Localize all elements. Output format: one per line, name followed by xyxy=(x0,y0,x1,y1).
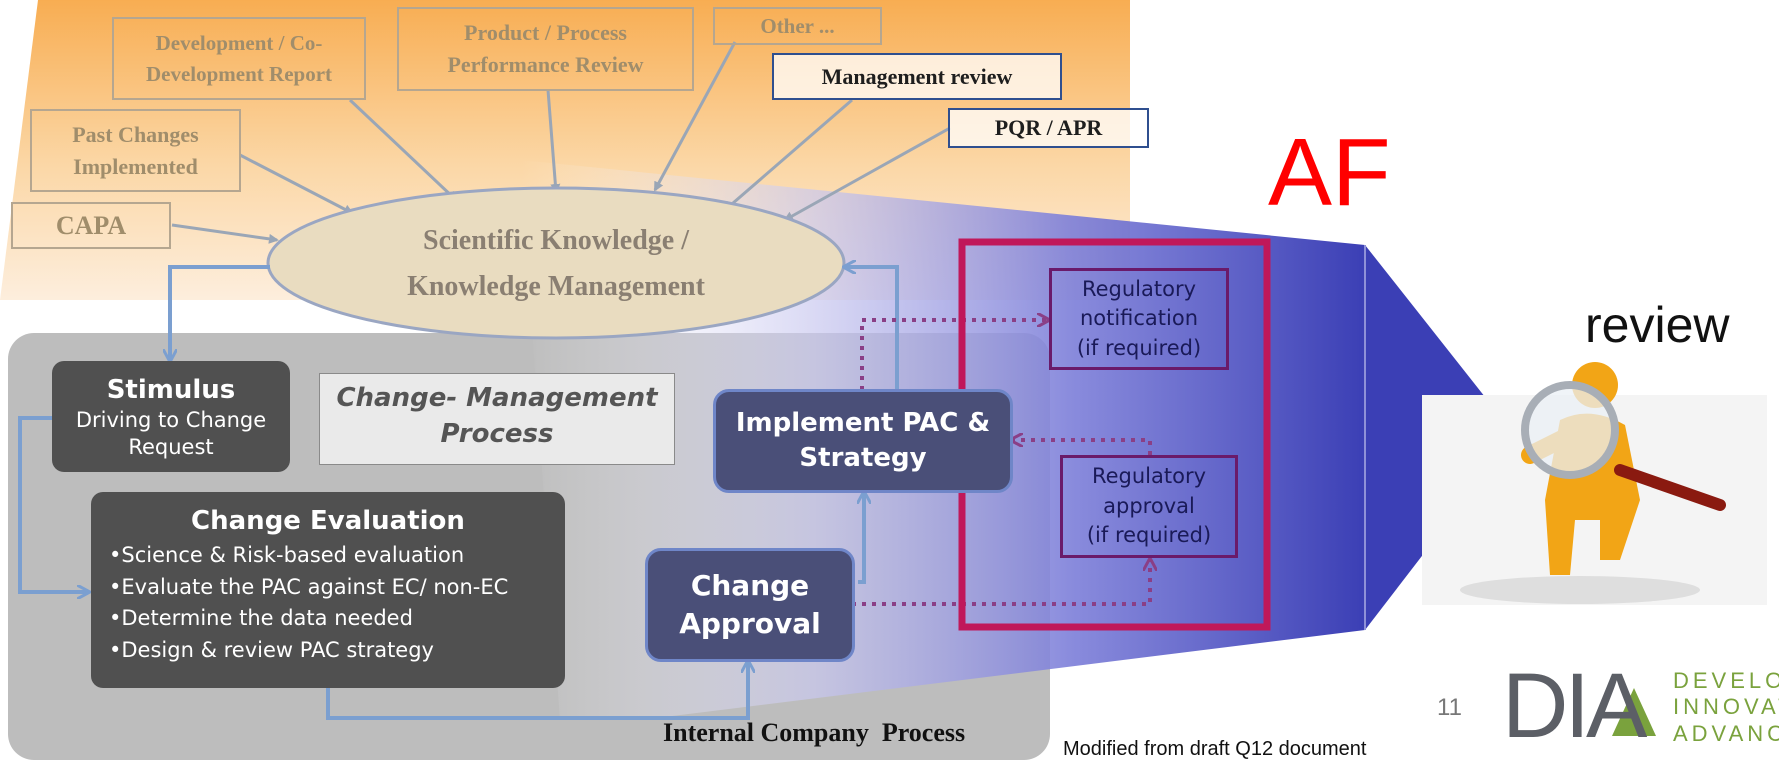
reg-notification-line: (if required) xyxy=(1076,335,1202,360)
implement-box: Implement PAC & Strategy xyxy=(713,389,1013,493)
source-pqr-apr: PQR / APR xyxy=(948,108,1149,148)
internal-process-label: Internal Company Process xyxy=(663,718,966,747)
process-label-box: Change- Management Process xyxy=(319,373,675,465)
af-label: AF xyxy=(1268,119,1391,226)
stimulus-title: Stimulus xyxy=(106,375,236,405)
process-label-line1: Change- Management xyxy=(336,383,658,413)
dotted-implement-to-notification xyxy=(860,320,1048,390)
dia-tagline-line: DEVELO xyxy=(1673,668,1779,693)
implement-line1: Implement PAC & xyxy=(735,407,991,438)
arrow-knowledge-to-stimulus xyxy=(170,265,270,360)
process-label-line2: Process xyxy=(440,419,554,450)
knowledge-line2: Knowledge Management xyxy=(407,271,705,303)
stimulus-box: Stimulus Driving to Change Request xyxy=(52,361,290,472)
dia-tagline: DEVELO INNOVAT ADVANC xyxy=(1673,668,1779,747)
evaluation-item: •Determine the data needed xyxy=(109,606,413,630)
evaluation-item: •Science & Risk-based evaluation xyxy=(109,543,465,567)
arrow-other xyxy=(653,41,737,192)
dia-tagline-line: INNOVAT xyxy=(1673,694,1779,720)
review-label: review xyxy=(1585,297,1730,353)
source-other: Other ... xyxy=(713,7,882,45)
source-past-changes: Past Changes Implemented xyxy=(30,109,241,192)
reg-approval-line: Regulatory xyxy=(1091,464,1207,489)
source-capa: CAPA xyxy=(11,202,171,249)
magnifier-figure-icon xyxy=(1422,362,1767,605)
arrow-evaluation-to-approval xyxy=(326,662,748,720)
arrow-pqr xyxy=(783,126,951,222)
knowledge-line1: Scientific Knowledge / xyxy=(423,225,689,256)
source-management-review: Management review xyxy=(772,53,1062,100)
approval-line2: Approval xyxy=(679,607,821,640)
arrow-management xyxy=(723,98,853,212)
stimulus-text: Driving to Change Request xyxy=(75,408,267,460)
page-number: 11 xyxy=(1437,694,1462,721)
regulatory-notification-box: Regulatory notification (if required) xyxy=(1049,268,1229,370)
regulatory-approval-box: Regulatory approval (if required) xyxy=(1060,455,1238,558)
arrow-stimulus-to-evaluation xyxy=(18,416,88,592)
approval-line1: Change xyxy=(690,569,810,603)
source-development-report: Development / Co- Development Report xyxy=(112,17,366,100)
evaluation-item: •Evaluate the PAC against EC/ non-EC xyxy=(109,574,509,599)
knowledge-label: Scientific Knowledge / Knowledge Managem… xyxy=(300,218,812,310)
arrow-approval-to-implement xyxy=(858,493,864,584)
dia-tagline-line: ADVANC xyxy=(1673,720,1779,746)
evaluation-item: •Design & review PAC strategy xyxy=(109,637,434,662)
reg-approval-line: approval xyxy=(1103,493,1195,518)
evaluation-title: Change Evaluation xyxy=(191,506,465,536)
dia-logo-mark xyxy=(1612,688,1656,736)
reg-approval-line: (if required) xyxy=(1086,523,1212,548)
arrow-capa xyxy=(171,223,279,244)
arrow-dev-report xyxy=(348,98,458,202)
source-product-review: Product / Process Performance Review xyxy=(397,7,694,91)
footnote: Modified from draft Q12 document xyxy=(1063,738,1367,760)
arrow-past-changes xyxy=(239,153,354,215)
change-evaluation-box: Change Evaluation •Science & Risk-based … xyxy=(91,492,565,688)
reg-notification-line: notification xyxy=(1079,306,1199,331)
implement-line2: Strategy xyxy=(799,443,927,473)
arrow-implement-to-knowledge xyxy=(845,267,899,390)
change-approval-box: Change Approval xyxy=(645,548,855,662)
reg-notification-line: Regulatory xyxy=(1081,276,1197,301)
dia-logo-text: DIA xyxy=(1502,655,1647,757)
arrow-product-review xyxy=(546,89,561,194)
